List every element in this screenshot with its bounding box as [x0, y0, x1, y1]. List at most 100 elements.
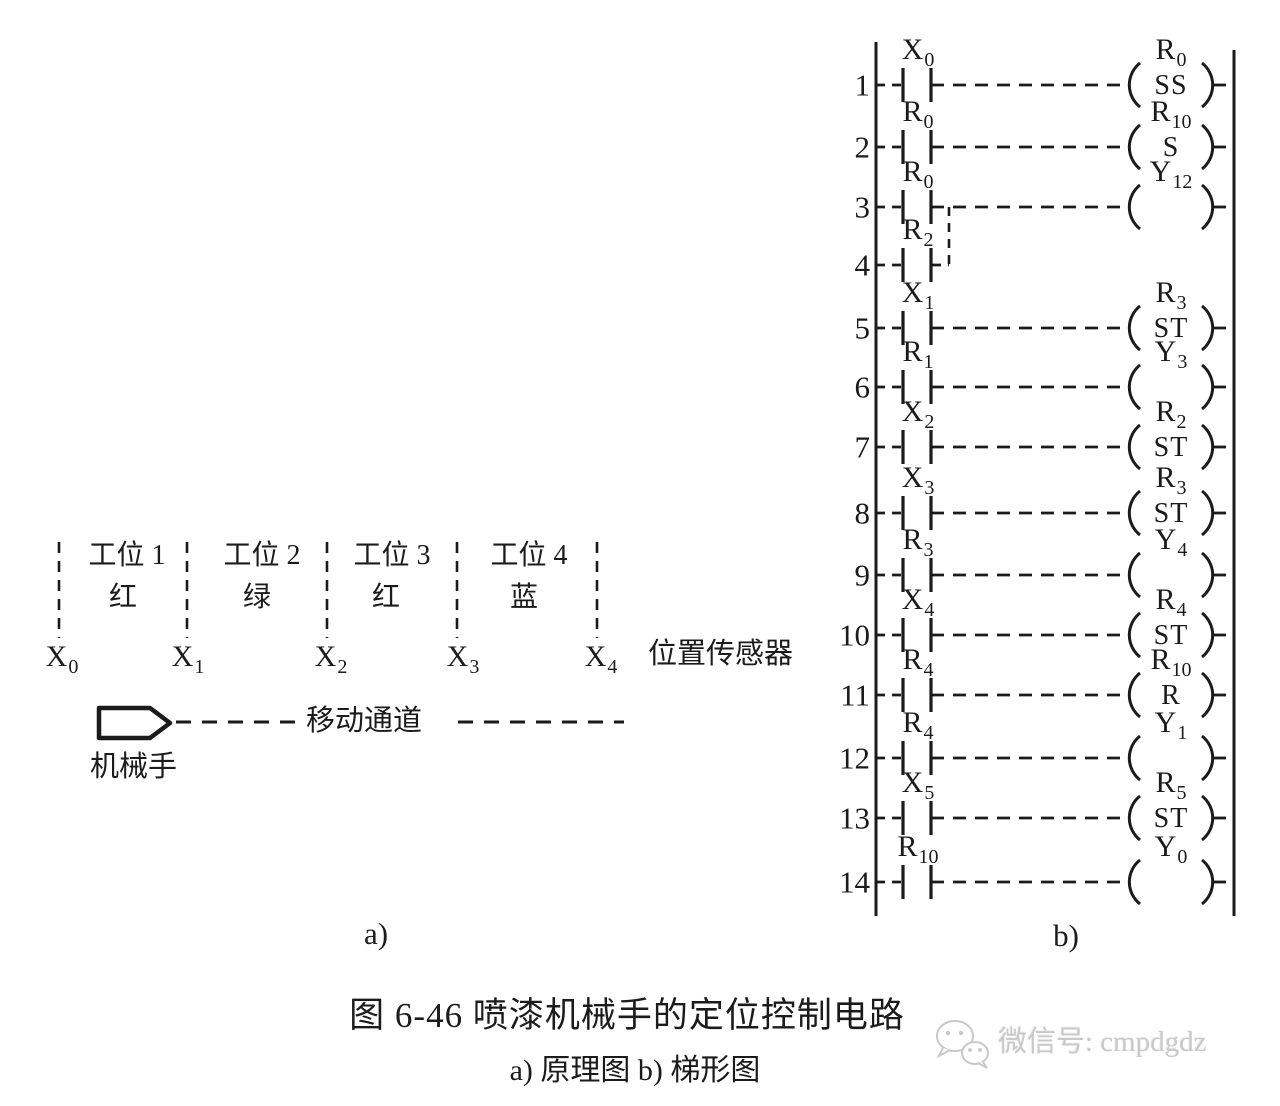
coil-arc: [1127, 671, 1141, 719]
rung-number: 3: [854, 189, 871, 225]
sensor-label-x2: X2: [314, 640, 348, 679]
contact-label: R4: [902, 643, 934, 682]
rung-number: 11: [840, 677, 870, 713]
coil-arc: [1201, 61, 1215, 109]
coil-label: R2: [1155, 395, 1187, 434]
coil-label: Y12: [1149, 155, 1193, 194]
contact-label: R1: [902, 335, 934, 374]
coil-label: R0: [1155, 33, 1187, 72]
rung-number: 10: [839, 617, 870, 653]
manipulator-label: 机械手: [90, 751, 178, 783]
coil-operator: SS: [1154, 70, 1188, 101]
coil-arc: [1127, 123, 1141, 171]
coil-arc: [1127, 794, 1141, 842]
station-name: 工位 1: [88, 540, 166, 571]
coil-operator: ST: [1153, 313, 1189, 344]
coil-arc: [1127, 734, 1141, 782]
coil-label: R10: [1150, 95, 1192, 134]
coil-label: R3: [1155, 461, 1187, 500]
rung-number: 6: [854, 369, 871, 405]
contact-label: X3: [901, 461, 935, 500]
coil-arc: [1127, 363, 1141, 411]
contact-label: R10: [897, 830, 939, 869]
contact-label: R4: [902, 706, 934, 745]
contact-label: X5: [901, 766, 935, 805]
rung-number: 14: [839, 864, 870, 900]
coil-label: Y0: [1154, 830, 1188, 869]
coil-arc: [1201, 551, 1215, 599]
coil-arc: [1201, 423, 1215, 471]
coil-arc: [1201, 611, 1215, 659]
coil-arc: [1127, 611, 1141, 659]
rung-number: 5: [854, 310, 871, 346]
rung-number: 8: [854, 495, 871, 531]
coil-arc: [1201, 671, 1215, 719]
station-color: 红: [371, 582, 401, 613]
coil-arc: [1201, 734, 1215, 782]
station-color: 红: [108, 582, 138, 613]
coil-arc: [1201, 123, 1215, 171]
contact-label: R2: [902, 213, 934, 252]
panel-a-label: a): [363, 916, 389, 951]
station-name: 工位 2: [223, 540, 301, 571]
wechat-icon: [936, 1020, 989, 1069]
coil-arc: [1201, 858, 1215, 906]
station-color: 蓝: [509, 582, 539, 613]
sensor-label-x0: X0: [45, 640, 79, 679]
rung-number: 1: [854, 67, 871, 103]
coil-operator: ST: [1153, 498, 1189, 529]
coil-arc: [1127, 423, 1141, 471]
station-name: 工位 4: [490, 540, 568, 571]
manipulator-arrow: [96, 705, 173, 741]
coil-arc: [1201, 363, 1215, 411]
coil-label: Y4: [1154, 523, 1188, 562]
sensor-label-x4: X4: [584, 640, 618, 679]
rung-number: 12: [839, 740, 870, 776]
coil-arc: [1127, 183, 1141, 231]
coil-label: R5: [1155, 766, 1187, 805]
rung-number: 13: [839, 800, 870, 836]
rung-number: 7: [854, 429, 871, 465]
coil-label: R4: [1155, 583, 1187, 622]
coil-arc: [1201, 489, 1215, 537]
coil-label: R3: [1155, 276, 1187, 315]
rung-number: 2: [854, 129, 871, 165]
coil-label: Y3: [1154, 335, 1188, 374]
coil-arc: [1127, 61, 1141, 109]
coil-operator: S: [1162, 132, 1180, 163]
contact-label: X1: [901, 276, 935, 315]
figure-subcaption: a) 原理图 b) 梯形图: [509, 1054, 761, 1087]
position-sensor-caption: 位置传感器: [648, 638, 794, 670]
coil-label: Y1: [1154, 706, 1188, 745]
coil-operator: ST: [1153, 432, 1189, 463]
contact-label: X0: [901, 33, 935, 72]
coil-arc: [1127, 858, 1141, 906]
coil-operator: ST: [1153, 803, 1189, 834]
contact-label: R0: [902, 155, 934, 194]
figure-caption: 图 6-46 喷漆机械手的定位控制电路: [349, 996, 905, 1035]
watermark-text: 微信号: cmpdgdz: [998, 1026, 1207, 1058]
station-color: 绿: [242, 582, 272, 613]
coil-operator: R: [1161, 680, 1181, 711]
contact-label: R0: [902, 95, 934, 134]
contact-label: X2: [901, 395, 935, 434]
coil-arc: [1127, 551, 1141, 599]
sensor-label-x1: X1: [171, 640, 205, 679]
rung-number: 4: [854, 247, 871, 283]
coil-label: R10: [1150, 643, 1192, 682]
rung-number: 9: [854, 557, 871, 593]
coil-operator: ST: [1153, 620, 1189, 651]
panel-b-label: b): [1053, 918, 1079, 953]
station-name: 工位 3: [353, 540, 431, 571]
coil-arc: [1127, 304, 1141, 352]
coil-arc: [1127, 489, 1141, 537]
coil-arc: [1201, 304, 1215, 352]
contact-label: R3: [902, 523, 934, 562]
sensor-label-x3: X3: [446, 640, 480, 679]
contact-label: X4: [901, 583, 935, 622]
coil-arc: [1201, 183, 1215, 231]
coil-arc: [1201, 794, 1215, 842]
